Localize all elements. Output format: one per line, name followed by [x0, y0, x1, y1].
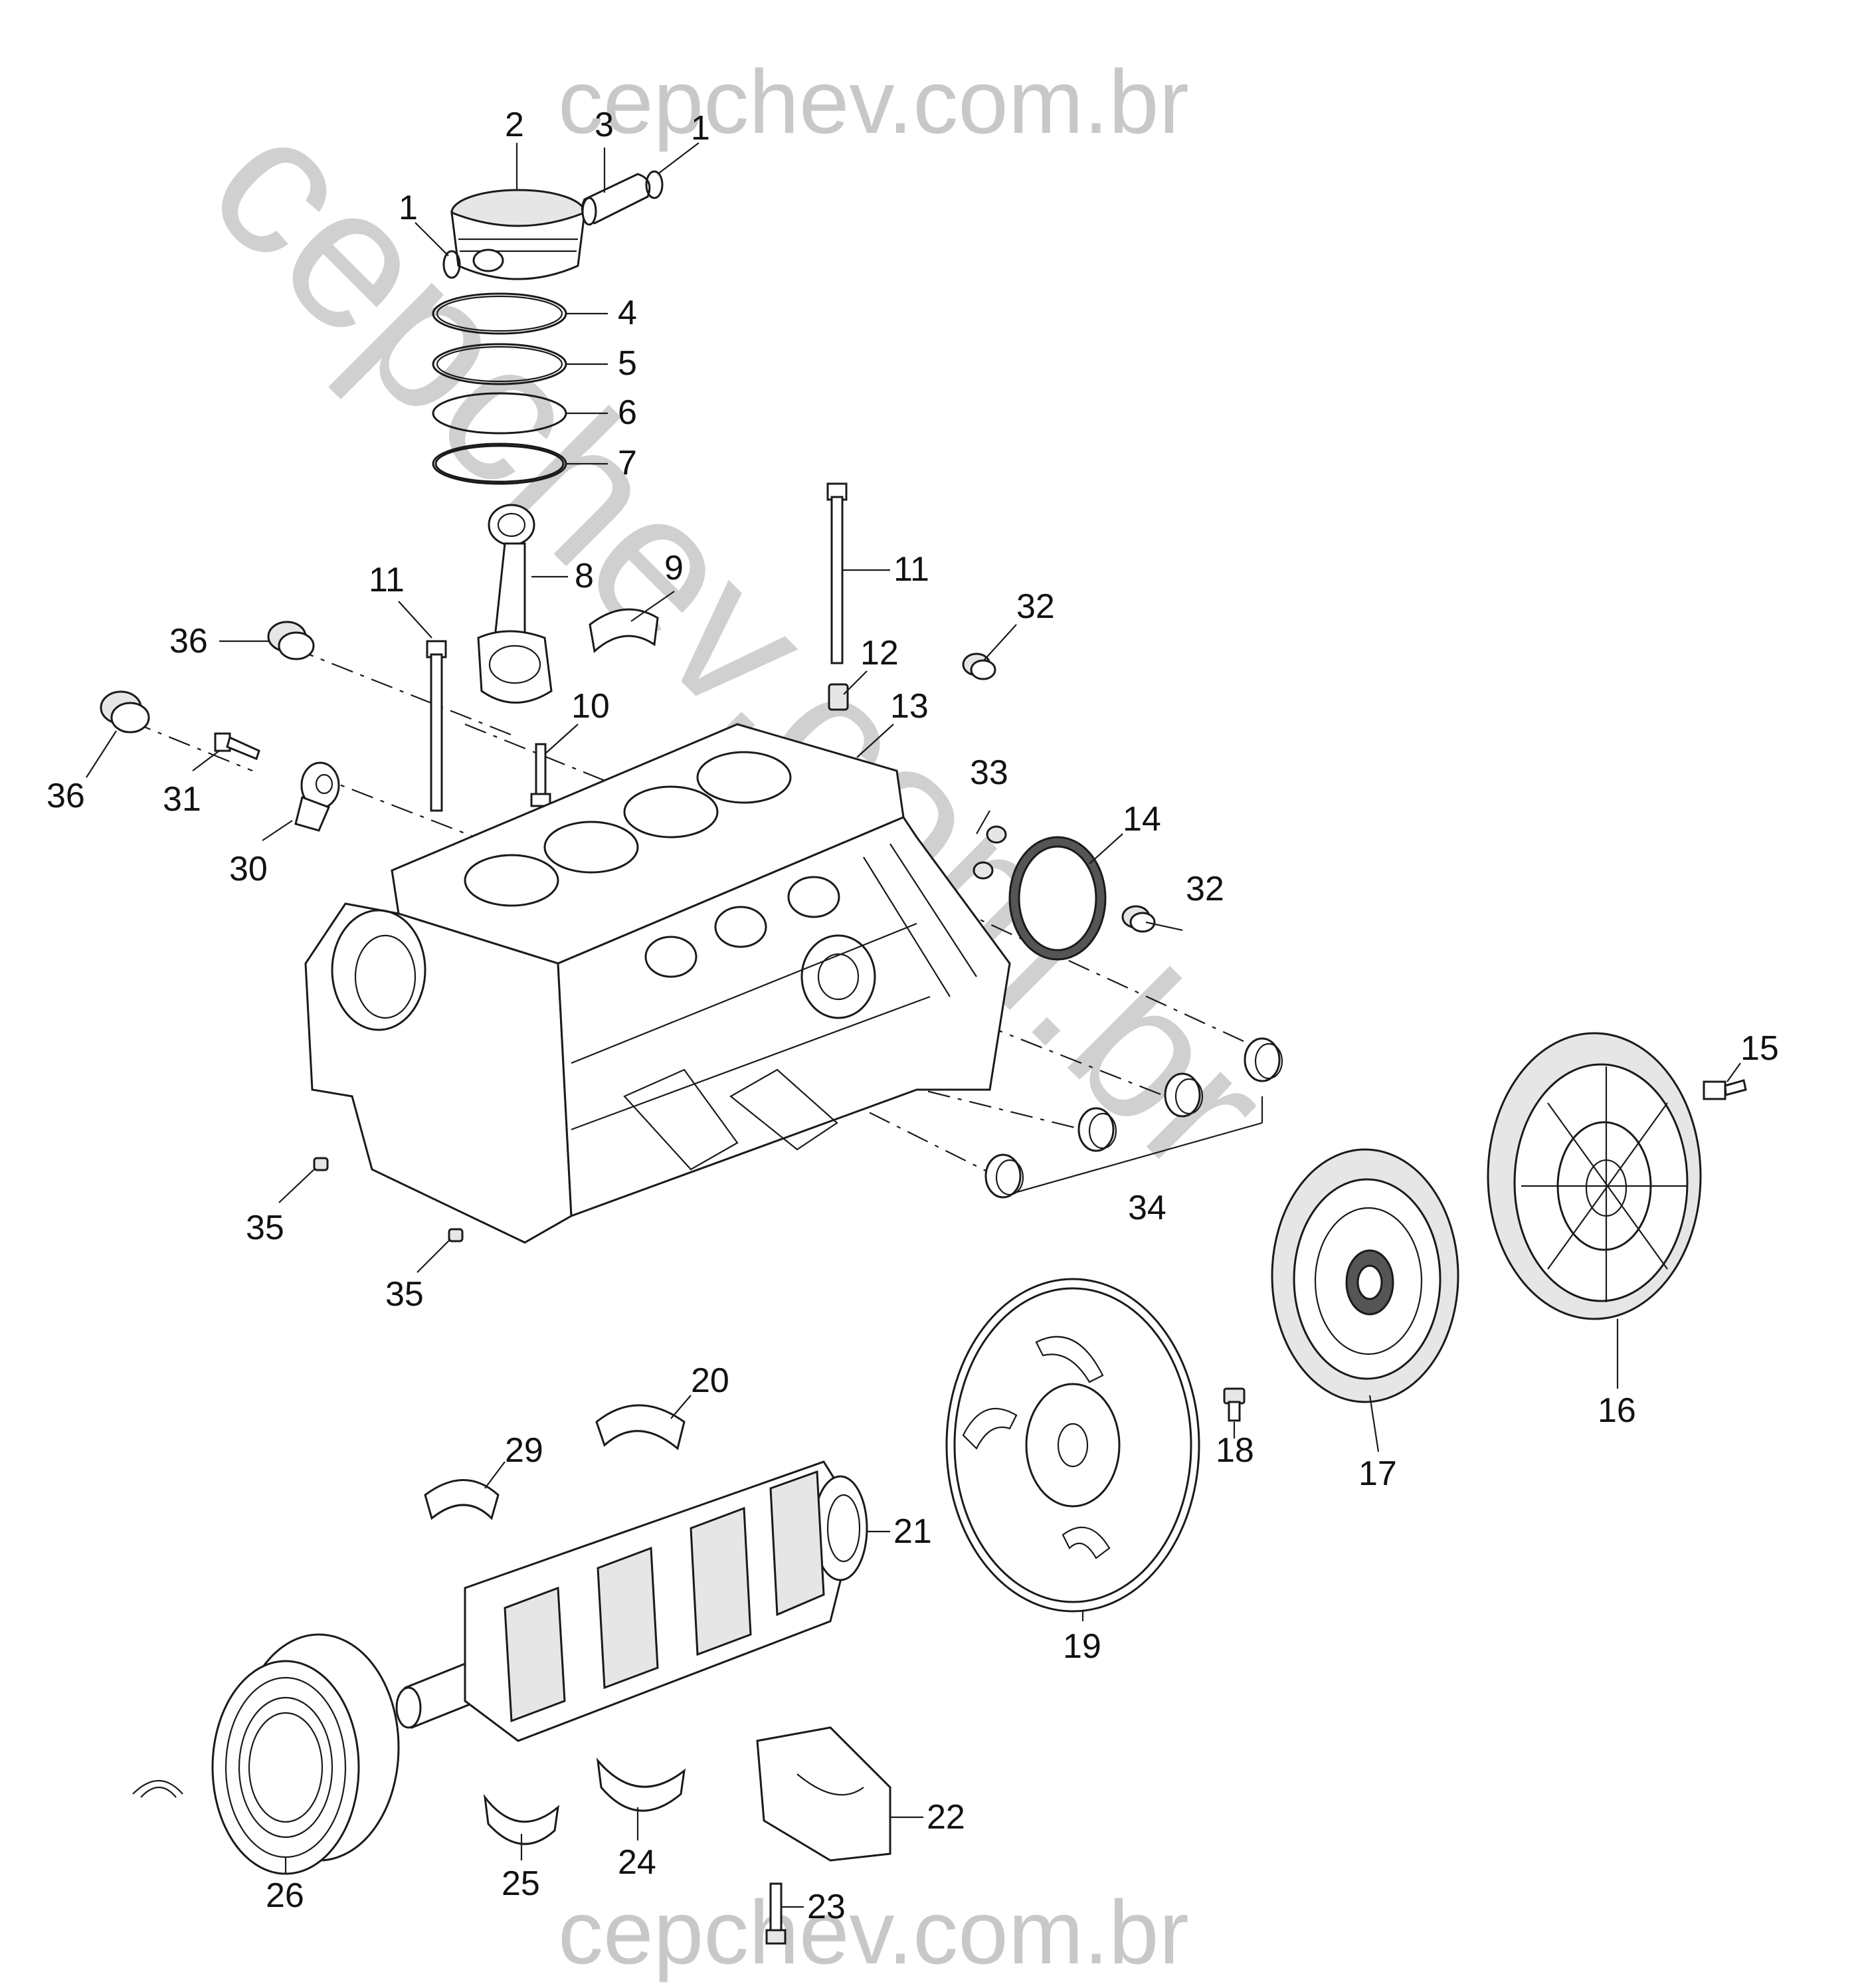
circlip-right	[645, 170, 664, 199]
circlip-left	[442, 250, 461, 279]
watermark-top: cepchev.com.br	[558, 51, 1189, 152]
callout-7: 7	[618, 444, 637, 482]
callout-22: 22	[927, 1798, 965, 1837]
main-bearing-lower-24	[596, 1757, 686, 1812]
piston-pin	[581, 173, 651, 226]
callout-3: 3	[595, 106, 614, 144]
callout-13: 13	[890, 687, 929, 726]
callout-8: 8	[575, 557, 594, 595]
callout-11-left: 11	[369, 561, 405, 599]
plug-36-lower	[100, 690, 150, 734]
callout-4: 4	[618, 294, 637, 332]
pressure-plate-bolt	[1703, 1079, 1747, 1100]
callout-11-right: 11	[893, 550, 929, 589]
callout-33: 33	[970, 753, 1008, 792]
engine-block	[304, 723, 1011, 1244]
piston	[450, 189, 586, 280]
small-plug-35-lower	[448, 1228, 464, 1242]
dowel-pin	[828, 683, 849, 711]
callout-35-lower: 35	[385, 1275, 424, 1314]
rod-bolt	[530, 743, 551, 807]
knock-sensor	[294, 761, 340, 832]
callout-29: 29	[505, 1431, 543, 1470]
flywheel	[945, 1278, 1200, 1613]
callout-1-left: 1	[399, 189, 418, 227]
crankshaft-pulley	[211, 1633, 400, 1875]
main-bearing-upper	[424, 1479, 500, 1520]
callout-34: 34	[1128, 1189, 1166, 1227]
callout-21: 21	[893, 1512, 932, 1551]
rod-bearing	[589, 608, 659, 653]
watermark-bottom: cepchev.com.br	[558, 1882, 1189, 1983]
main-bearing-set	[984, 1037, 1283, 1199]
callout-20: 20	[691, 1361, 729, 1400]
callout-15: 15	[1740, 1029, 1779, 1068]
expansion-plug-upper	[962, 652, 996, 680]
callout-18: 18	[1216, 1431, 1254, 1470]
thrust-bearing-upper	[595, 1404, 686, 1450]
main-bearing-cap	[756, 1726, 891, 1862]
callout-17: 17	[1358, 1454, 1397, 1493]
callout-2: 2	[505, 106, 524, 144]
oil-gallery-plug-33	[973, 825, 1007, 880]
crankshaft	[395, 1460, 868, 1742]
callout-5: 5	[618, 344, 637, 383]
callout-25: 25	[502, 1864, 540, 1903]
small-plug-35-upper	[313, 1157, 329, 1171]
callout-35-upper: 35	[246, 1209, 284, 1247]
callout-30: 30	[229, 850, 268, 888]
head-bolt-right	[826, 482, 848, 664]
callout-9: 9	[664, 549, 684, 587]
callout-26: 26	[266, 1876, 304, 1915]
connecting-rod	[477, 504, 553, 704]
callout-6: 6	[618, 393, 637, 432]
callout-14: 14	[1123, 800, 1161, 839]
knock-sensor-bolt	[214, 732, 260, 760]
clutch-disc	[1271, 1148, 1459, 1403]
callout-16: 16	[1598, 1391, 1636, 1430]
callout-36-lower: 36	[46, 777, 85, 815]
head-bolt-left	[426, 640, 447, 812]
flywheel-bolt	[1223, 1387, 1246, 1422]
expansion-plug-lower	[1121, 905, 1156, 933]
callout-31: 31	[163, 780, 201, 819]
pressure-plate	[1487, 1032, 1702, 1320]
main-bearing-lower-25	[483, 1793, 560, 1845]
callout-23: 23	[807, 1888, 846, 1926]
callout-10: 10	[571, 687, 610, 726]
callout-36-upper: 36	[169, 622, 208, 660]
plug-36-upper	[267, 621, 315, 660]
callout-24: 24	[618, 1843, 656, 1882]
callout-19: 19	[1063, 1627, 1101, 1666]
callout-12: 12	[860, 634, 899, 672]
callout-1-right: 1	[691, 109, 710, 148]
rear-main-seal	[1008, 836, 1107, 961]
leader-lines	[86, 142, 1741, 1908]
callout-32-lower: 32	[1186, 870, 1224, 908]
main-cap-bolt	[765, 1882, 787, 1945]
callout-32-upper: 32	[1016, 587, 1055, 626]
partial-part-left	[132, 1779, 183, 1798]
